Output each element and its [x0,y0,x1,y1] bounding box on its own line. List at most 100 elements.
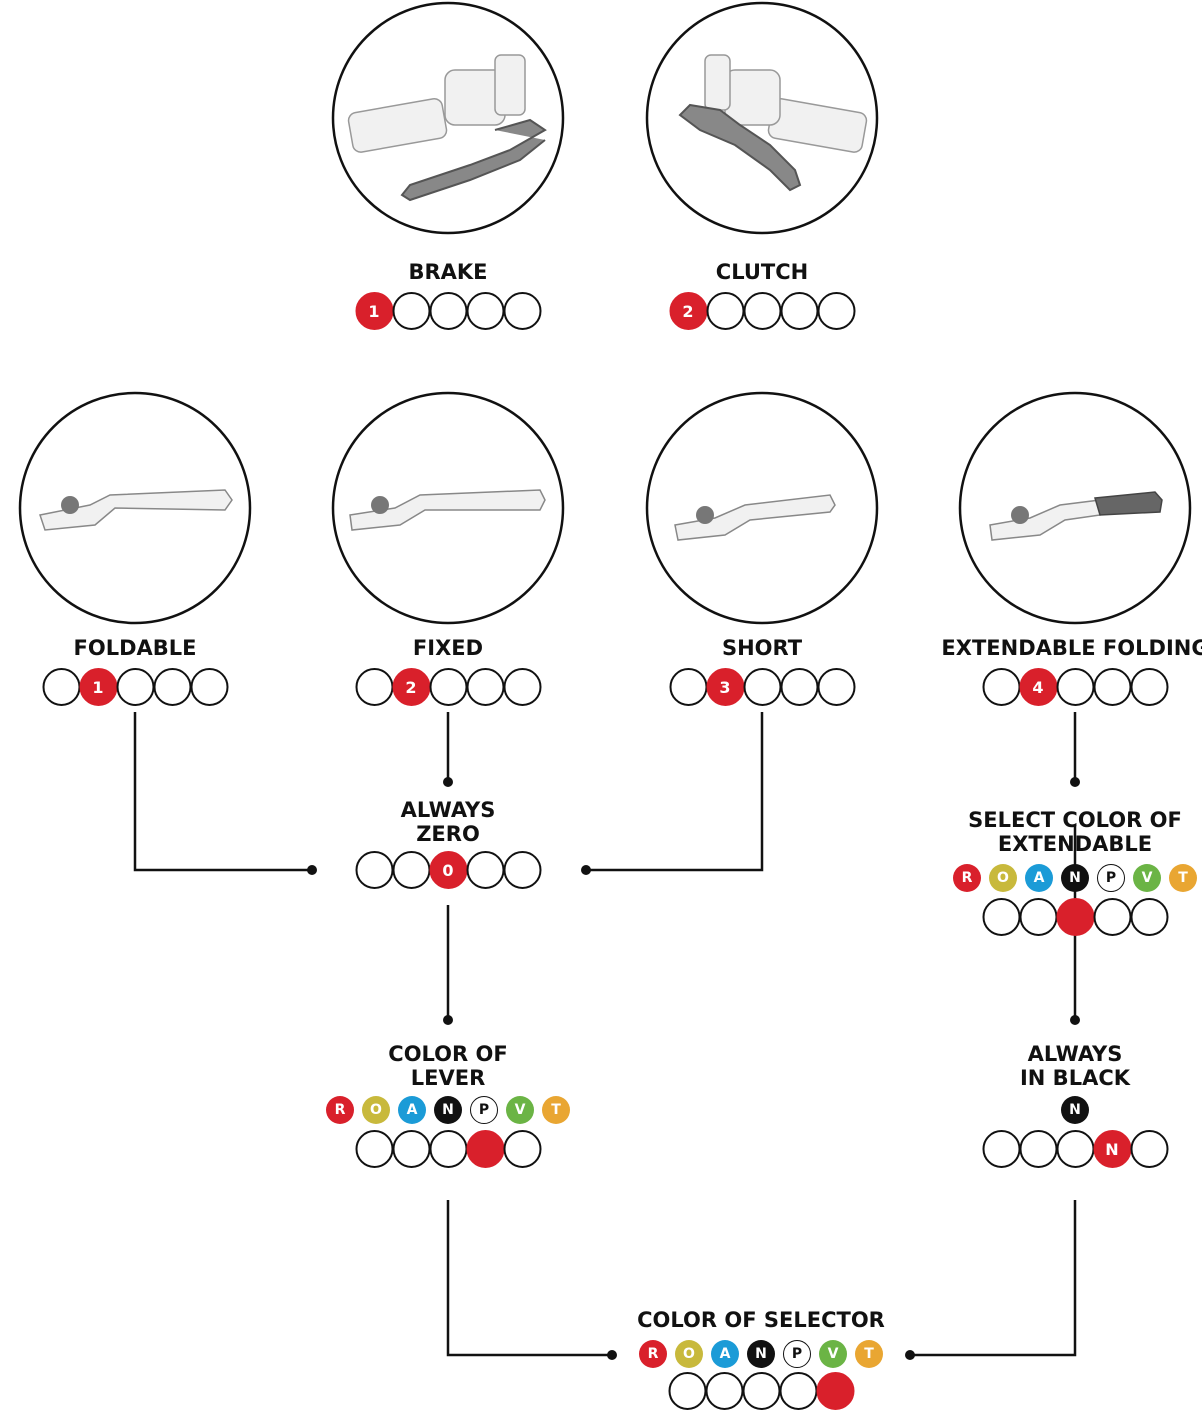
color-chip-p[interactable]: P [783,1340,811,1368]
dot-fixed-end [443,777,453,787]
code-slot-4 [1093,668,1131,706]
color-chip-p[interactable]: P [470,1096,498,1124]
code-slot-3: 0 [429,851,467,889]
dot-extendable-end [1070,777,1080,787]
code-slot-4 [779,1372,817,1410]
code-slot-5 [503,851,541,889]
always-black-label-line2: IN BLACK [1019,1066,1131,1090]
always-black-code-slots: N [982,1130,1168,1168]
code-slot-4 [780,292,818,330]
code-slot-2: 4 [1019,668,1057,706]
extendable-code-slots: 4 [982,668,1168,706]
dot-black [1070,1015,1080,1025]
color-chip-a[interactable]: A [711,1340,739,1368]
code-slot-2 [392,1130,430,1168]
brake-code-slots: 1 [355,292,541,330]
code-slot-2 [705,1372,743,1410]
brake-label: BRAKE [408,260,488,284]
color-chip-n[interactable]: N [747,1340,775,1368]
code-slot-3 [1056,668,1094,706]
always-zero-label-line1: ALWAYS [400,798,496,822]
code-slot-4 [153,668,191,706]
connector-lever-to-selector [446,1200,612,1357]
color-chip-r[interactable]: R [953,864,981,892]
code-slot-3 [1056,1130,1094,1168]
code-slot-2 [706,292,744,330]
code-slot-5 [503,292,541,330]
color-chip-r[interactable]: R [639,1340,667,1368]
color-chip-n[interactable]: N [1061,864,1089,892]
code-slot-5 [816,1372,854,1410]
code-slot-4 [466,851,504,889]
color-chip-p[interactable]: P [1097,864,1125,892]
code-slot-1: 1 [355,292,393,330]
connector-lines [133,712,1077,1357]
fixed-code-slots: 2 [355,668,541,706]
code-slot-2 [1019,898,1057,936]
short-image [645,391,879,625]
color-chip-t[interactable]: T [855,1340,883,1368]
color-of-selector-code-slots [668,1372,854,1410]
always-zero-code-slots: 0 [355,851,541,889]
code-slot-5 [190,668,228,706]
color-chip-o[interactable]: O [675,1340,703,1368]
foldable-label: FOLDABLE [73,636,197,660]
dot-lever-color [443,1015,453,1025]
code-slot-3 [429,292,467,330]
code-slot-1 [355,668,393,706]
color-chip-t[interactable]: T [1169,864,1197,892]
color-chip-t[interactable]: T [542,1096,570,1124]
color-chip-r[interactable]: R [326,1096,354,1124]
code-slot-5 [1130,1130,1168,1168]
dot-zero-left [307,865,317,875]
code-slot-4 [466,292,504,330]
always-black-label-line1: ALWAYS [1027,1042,1123,1066]
code-slot-4 [466,1130,504,1168]
code-slot-5 [1130,668,1168,706]
code-slot-2: 1 [79,668,117,706]
code-slot-1 [982,898,1020,936]
code-slot-1 [355,851,393,889]
code-slot-5 [503,1130,541,1168]
code-slot-4: N [1093,1130,1131,1168]
always-zero-label-line2: ZERO [416,822,480,846]
color-chip-v[interactable]: V [819,1340,847,1368]
code-slot-3 [742,1372,780,1410]
code-slot-2 [392,851,430,889]
color-of-lever-code-slots [355,1130,541,1168]
short-code-slots: 3 [669,668,855,706]
clutch-code-slots: 2 [669,292,855,330]
color-chip-n[interactable]: N [1061,1096,1089,1124]
code-slot-4 [1093,898,1131,936]
code-slot-2: 3 [706,668,744,706]
code-slot-3 [429,1130,467,1168]
code-slot-3 [429,668,467,706]
connector-dots [307,777,1080,1360]
select-color-label-line2: EXTENDABLE [997,832,1153,856]
code-slot-3 [1056,898,1094,936]
color-chip-a[interactable]: A [1025,864,1053,892]
dot-selector-left [607,1350,617,1360]
code-slot-1 [42,668,80,706]
connector-black-to-selector [910,1200,1077,1357]
color-of-lever-label-line1: COLOR OF [388,1042,508,1066]
code-slot-2 [392,292,430,330]
color-chip-o[interactable]: O [989,864,1017,892]
color-chip-v[interactable]: V [506,1096,534,1124]
code-slot-5 [817,668,855,706]
color-chip-v[interactable]: V [1133,864,1161,892]
extendable-label: EXTENDABLE FOLDING [941,636,1202,660]
color-chip-a[interactable]: A [398,1096,426,1124]
color-chip-n[interactable]: N [434,1096,462,1124]
code-slot-4 [466,668,504,706]
select-color-label-line1: SELECT COLOR OF [968,808,1182,832]
code-slot-2 [1019,1130,1057,1168]
fixed-label: FIXED [412,636,484,660]
color-chip-o[interactable]: O [362,1096,390,1124]
code-slot-5 [503,668,541,706]
code-slot-3 [743,292,781,330]
code-slot-5 [1130,898,1168,936]
code-slot-1 [355,1130,393,1168]
